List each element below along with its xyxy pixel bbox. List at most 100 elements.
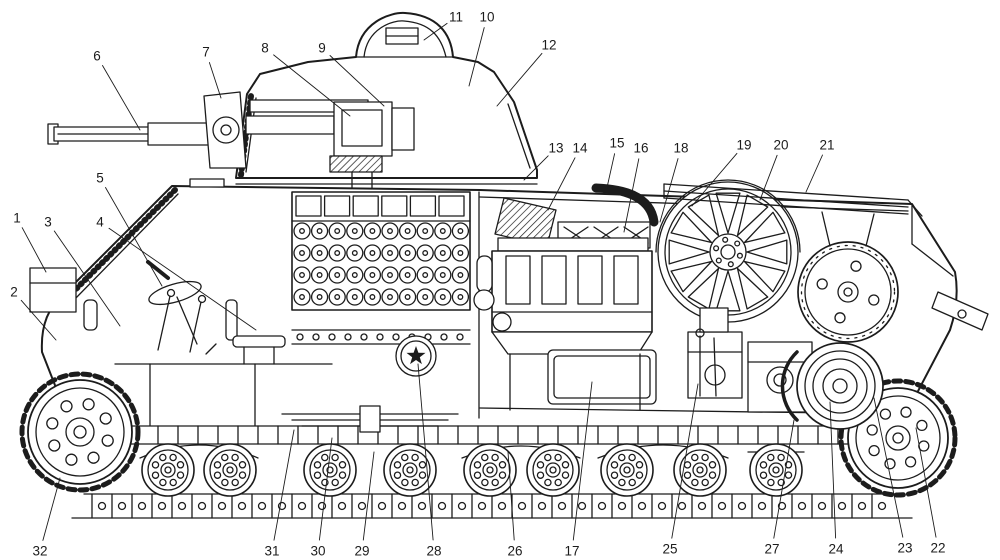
callout-number-5: 5 [96,171,104,186]
callout-number-28: 28 [426,544,441,559]
gun-counterweight [329,155,383,173]
cupola-inner-dome [363,20,447,58]
road-wheel [600,443,654,497]
exhaust-pipe [663,190,909,208]
ammo-shells [293,222,470,306]
differential-bolt-ring [800,244,896,340]
callout-number-10: 10 [479,10,494,25]
stowage-box [29,267,77,313]
spring-clamp [359,405,381,433]
callout-leader-22 [915,427,937,538]
seat-pan [232,335,286,348]
exhaust-pipe [663,183,909,201]
callout-number-23: 23 [897,541,912,556]
main-gun [47,91,415,189]
callout-number-18: 18 [673,141,688,156]
callout-number-9: 9 [318,41,326,56]
callout-leader-9 [329,55,385,107]
exhaust-pipe [663,197,909,215]
callout-leader-18 [659,158,679,223]
differential-hub [837,281,859,303]
gun-cradle [245,115,335,135]
callout-number-27: 27 [764,542,779,557]
callout-number-13: 13 [548,141,563,156]
callout-leader-5 [105,187,163,287]
callout-number-6: 6 [93,49,101,64]
clutch-ring [804,350,876,422]
callout-number-1: 1 [13,211,21,226]
gear-lever [713,337,717,397]
track-return-run [107,425,871,445]
rocker-cover [497,237,649,252]
callout-leader-10 [468,27,485,87]
return-run-band [107,425,871,445]
callout-leader-16 [623,158,640,233]
cylinder [541,255,567,305]
callout-leader-8 [273,54,351,117]
road-wheels [141,443,803,497]
final-drive-shaft [766,366,794,394]
turret [235,11,538,185]
callout-leader-17 [572,381,593,541]
callout-number-22: 22 [930,541,945,556]
callout-leader-19 [691,152,738,207]
road-wheel [303,443,357,497]
callout-number-11: 11 [449,10,463,25]
track-wrap [19,371,141,493]
engine-assembly [473,183,659,411]
road-wheel [203,443,257,497]
mount-strut [865,213,875,247]
callout-number-20: 20 [773,138,788,153]
transmission [687,211,899,430]
pipe-outlet [907,199,923,217]
idler-lightening-holes [46,398,114,466]
trunnion-pin [220,124,232,136]
idler-rim [27,379,133,485]
callout-number-12: 12 [541,38,556,53]
brake-band [780,350,799,422]
callout-number-2: 2 [10,285,18,300]
callout-number-30: 30 [310,544,325,559]
callout-leader-6 [102,65,141,131]
track-wrap [838,378,958,498]
clutch-axle [832,378,848,394]
glacis-armor-hatch [63,187,178,302]
idler-axle [73,425,87,439]
steering-wheel [148,280,202,306]
callout-leader-2 [20,299,57,341]
callout-leader-24 [829,401,837,539]
glacis-inner-line [71,193,179,303]
callout-leader-32 [42,477,61,541]
differential-axle [843,287,853,297]
steering-differential [797,241,899,343]
bracket-bolt [957,309,967,319]
coupling-star [406,346,426,365]
final-drive-shaft-inner [773,373,787,387]
callout-leader-12 [496,52,543,107]
gearbox-top-cover [699,307,729,333]
exhaust-pipes [663,183,989,331]
callout-number-21: 21 [819,138,834,153]
callout-leader-31 [273,429,295,541]
road-wheel [463,443,517,497]
sprocket-axle [892,432,904,444]
fuel-tank [547,349,657,405]
callout-leader-1 [21,227,47,273]
callout-leader-4 [108,227,257,331]
artwork: 1234567891011121314151617181920212223242… [10,10,989,559]
control-lever [189,301,202,353]
differential-bolts [816,260,880,324]
mount-strut [821,211,831,247]
fan-shroud [655,179,801,253]
driver-compartment [29,260,286,365]
fan-blades [668,192,788,312]
callout-leader-11 [423,22,448,41]
callout-number-17: 17 [564,544,579,559]
road-wheel [526,443,580,497]
callout-number-3: 3 [44,215,52,230]
callout-leader-21 [805,154,823,193]
driveshaft-coupling-inner [400,340,432,372]
